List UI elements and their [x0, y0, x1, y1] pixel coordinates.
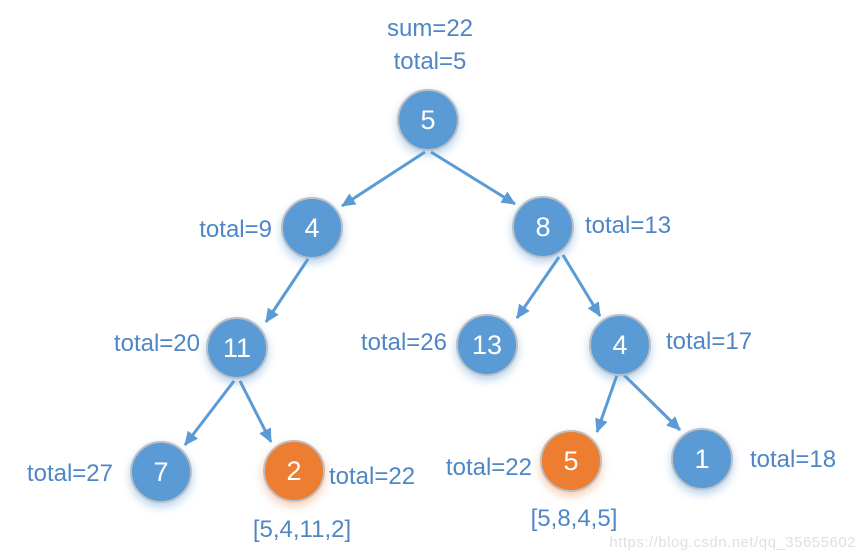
tree-node-n4b: 4 — [589, 314, 651, 376]
edge-arrow-n11-n7 — [183, 380, 236, 446]
tree-node-n8: 8 — [512, 196, 574, 258]
header-total-text: total=5 — [393, 48, 467, 75]
node-value: 7 — [153, 456, 169, 487]
total-label-n2: total=22 — [329, 463, 416, 490]
edge-arrow-n4b-n5b — [595, 374, 619, 433]
node-value: 1 — [694, 443, 710, 474]
node-value: 8 — [535, 211, 551, 242]
path-label-1: [5,8,4,5] — [530, 505, 618, 532]
watermark-text: https://blog.csdn.net/qq_35655602 — [609, 534, 856, 551]
total-label-n11: total=20 — [113, 330, 200, 357]
total-label-n1: total=18 — [750, 446, 837, 473]
tree-node-n2: 2 — [263, 440, 325, 502]
node-value: 5 — [420, 104, 436, 135]
edge-arrow-n4b-n1 — [621, 372, 682, 432]
tree-node-n11: 11 — [206, 317, 268, 379]
edge-arrow-n8-n13 — [515, 256, 561, 319]
tree-node-n4: 4 — [281, 197, 343, 259]
total-label-n4: total=9 — [199, 216, 272, 243]
node-value: 4 — [612, 329, 628, 360]
node-value: 13 — [471, 329, 503, 360]
path-label-0: [5,4,11,2] — [252, 516, 352, 543]
total-label-n7: total=27 — [26, 460, 113, 487]
header-sum-text: sum=22 — [386, 15, 474, 42]
total-label-n8: total=13 — [585, 212, 672, 239]
tree-node-n5b: 5 — [540, 430, 602, 492]
edge-arrow-n8-n4b — [561, 254, 602, 317]
tree-node-n1: 1 — [671, 428, 733, 490]
tree-node-root: 5 — [397, 89, 459, 151]
tree-node-n7: 7 — [130, 441, 192, 503]
node-value: 4 — [304, 212, 320, 243]
total-label-n4b: total=17 — [666, 328, 753, 355]
total-label-n13: total=26 — [360, 329, 447, 356]
node-value: 5 — [563, 445, 579, 476]
edge-arrow-n4-n11 — [264, 258, 310, 323]
total-label-n5b: total=22 — [445, 454, 532, 481]
edge-arrow-n11-n2 — [238, 380, 273, 443]
node-value: 2 — [286, 455, 302, 486]
edge-arrow-root-n8 — [430, 150, 516, 206]
tree-node-n13: 13 — [456, 314, 518, 376]
edge-arrow-root-n4 — [341, 150, 426, 208]
node-value: 11 — [222, 332, 252, 363]
